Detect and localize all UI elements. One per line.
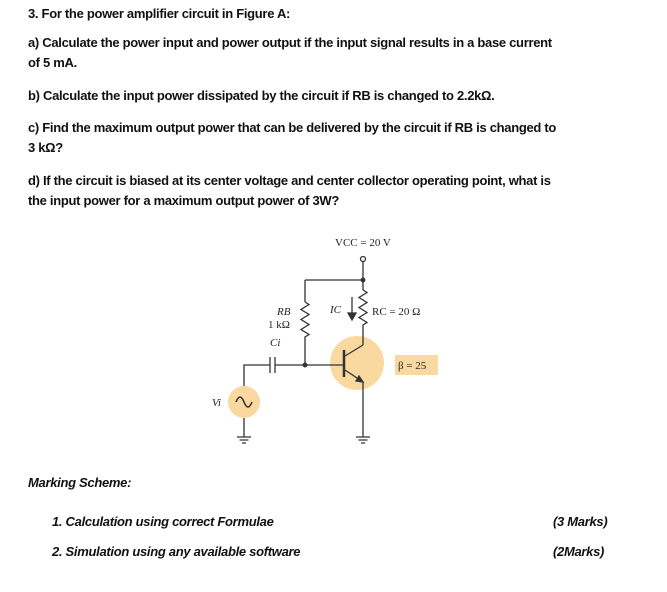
marking-item-2: 2. Simulation using any available softwa… [52,544,301,559]
rc-label: RC = 20 Ω [372,306,420,318]
vcc-terminal [359,255,367,263]
question-a-line1: a) Calculate the power input and power o… [28,35,552,50]
marking-item-1: 1. Calculation using correct Formulae [52,514,274,529]
ic-label: IC [329,304,342,316]
marking-item-2-marks: (2Marks) [553,544,605,559]
question-a-line2: of 5 mA. [28,55,77,70]
rb-name-label: RB [276,306,291,318]
marking-scheme-heading: Marking Scheme: [28,475,132,490]
rb-resistor [299,301,311,365]
question-d-line2: the input power for a maximum output pow… [28,193,340,208]
question-c-line2: 3 kΩ? [28,140,63,155]
capacitor-ci [243,357,344,386]
wire-top [304,262,364,302]
ci-label: Ci [270,337,280,349]
vcc-label: VCC = 20 V [335,237,391,249]
ground-icon-left [237,418,251,444]
rc-resistor [357,289,369,345]
ground-icon-right [356,436,370,444]
rb-value-label: 1 kΩ [268,319,290,331]
question-b: b) Calculate the input power dissipated … [28,88,495,103]
sine-icon [235,396,253,408]
beta-label: β = 25 [398,360,427,372]
question-d-line1: d) If the circuit is biased at its cente… [28,173,551,188]
emitter-arrow [354,374,365,383]
vi-label: Vi [212,397,221,409]
beta-highlight [395,355,438,375]
marking-item-1-marks: (3 Marks) [553,514,608,529]
question-title: 3. For the power amplifier circuit in Fi… [28,6,291,21]
transistor-highlight [330,336,384,390]
question-c-line1: c) Find the maximum output power that ca… [28,120,557,135]
